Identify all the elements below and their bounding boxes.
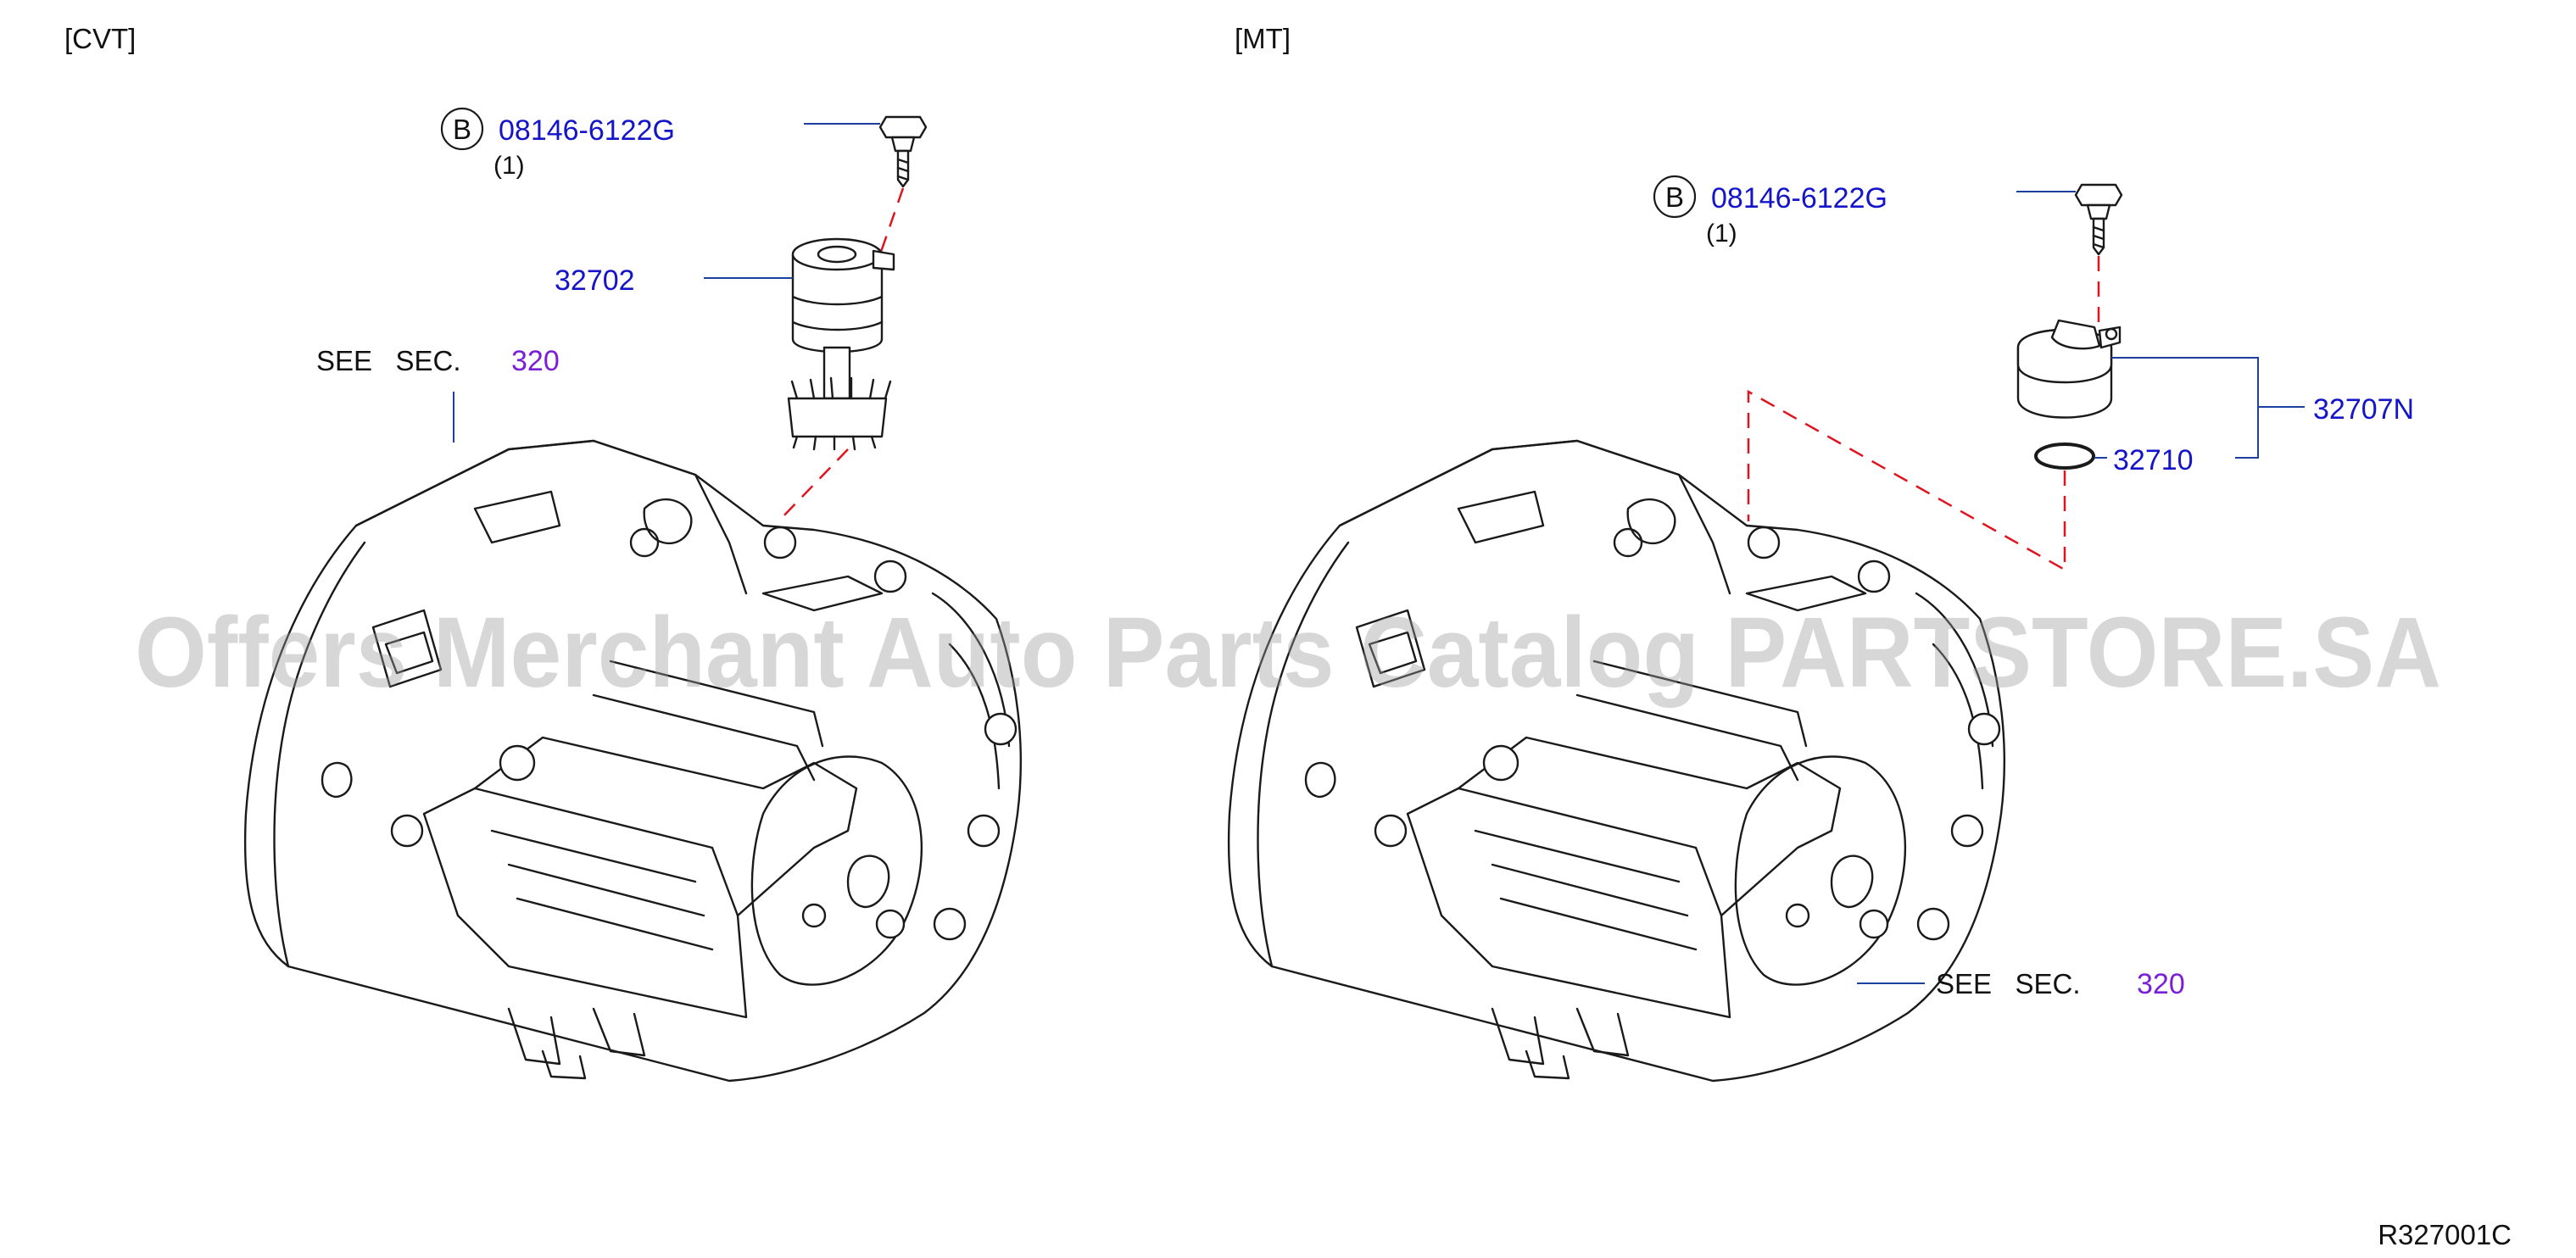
cvt-bolt-marker-circle xyxy=(440,107,484,151)
mt-bolt-quantity: (1) xyxy=(1706,220,1737,248)
cvt-sensor-part-number[interactable]: 32702 xyxy=(555,264,635,297)
cvt-see-section-label: SEE SEC. xyxy=(316,345,461,376)
section-title-cvt: [CVT] xyxy=(64,23,136,54)
mt-bolt-marker-circle xyxy=(1653,175,1697,219)
mt-sensor-assembly-part-number[interactable]: 32707N xyxy=(2313,393,2414,426)
mt-see-section-link[interactable]: 320 xyxy=(2137,968,2185,1000)
section-title-mt: [MT] xyxy=(1235,23,1291,54)
mt-o-ring-part xyxy=(2034,443,2095,470)
diagram-code: R327001C xyxy=(2378,1219,2512,1250)
cvt-bolt-marker: B xyxy=(453,114,471,145)
cvt-transmission-housing xyxy=(243,439,1023,1083)
mt-bolt-part-number[interactable]: 08146-6122G xyxy=(1711,182,1887,214)
mt-transmission-housing xyxy=(1227,439,2006,1083)
mt-sensor-assembly-bracket xyxy=(2111,357,2305,459)
mt-o-ring-part-number[interactable]: 32710 xyxy=(2113,444,2194,476)
mt-assembly-dash-line xyxy=(1747,256,2100,572)
cvt-bolt-part-number[interactable]: 08146-6122G xyxy=(499,114,675,147)
cvt-assembly-dash-line xyxy=(778,187,905,522)
watermark: Offers Merchant Auto Parts Catalog PARTS… xyxy=(135,597,2441,709)
mt-bolt-part xyxy=(2074,183,2123,256)
cvt-bolt-quantity: (1) xyxy=(493,152,525,180)
cvt-speed-sensor-part xyxy=(787,237,895,451)
cvt-bolt-part xyxy=(878,115,928,188)
mt-speed-sensor-part xyxy=(2016,319,2122,419)
mt-see-section-label: SEE SEC. xyxy=(1936,968,2081,999)
cvt-see-section-link[interactable]: 320 xyxy=(511,345,560,377)
mt-bolt-marker: B xyxy=(1665,181,1684,213)
